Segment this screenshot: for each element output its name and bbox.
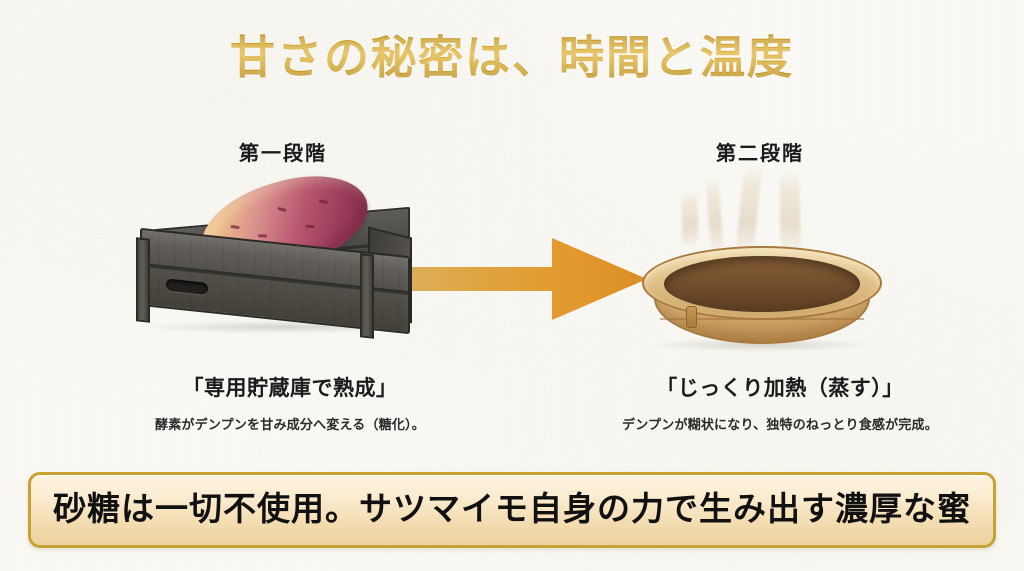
stage-one-caption: 「専用貯蔵庫で熟成」 xyxy=(182,376,398,400)
crate-handle-cutout xyxy=(166,278,208,295)
crate-corner-post-left xyxy=(136,237,150,323)
wooden-crate-illustration xyxy=(120,159,450,350)
stage-two-caption: 「じっくり加熱（蒸す）」 xyxy=(656,376,904,400)
steamer-shadow xyxy=(646,338,876,352)
stage-two-panel xyxy=(630,160,920,355)
highlight-banner: 砂糖は一切不使用。サツマイモ自身の力で生み出す濃厚な蜜 xyxy=(28,472,996,548)
potato-eye xyxy=(277,206,287,212)
potato-eye xyxy=(305,224,315,228)
stage-one-panel xyxy=(120,159,450,350)
potato-eye xyxy=(230,224,240,229)
steam-wisp-icon xyxy=(779,168,801,252)
stage-two-subcaption: デンプンが糊状になり、独特のねっとり食感が完成。 xyxy=(622,417,938,432)
steamer-clasp xyxy=(686,306,697,328)
potato-eye xyxy=(318,199,329,204)
bamboo-steamer-illustration xyxy=(630,160,920,355)
stage-two-label: 第二段階 xyxy=(716,143,804,165)
highlight-banner-text: 砂糖は一切不使用。サツマイモ自身の力で生み出す濃厚な蜜 xyxy=(53,491,971,528)
steam-wisp-icon xyxy=(735,162,763,254)
potato-eye xyxy=(258,234,268,237)
stage-one-subcaption: 酵素がデンプンを甘み成分へ変える（糖化）。 xyxy=(155,417,425,432)
right-arrow-icon xyxy=(404,236,647,322)
steamer-basket-interior xyxy=(664,256,860,312)
steam-wisp-icon xyxy=(681,188,699,248)
stage-one-label: 第一段階 xyxy=(239,143,327,165)
page-title: 甘さの秘密は、時間と温度 xyxy=(0,31,1024,85)
steam-wisp-icon xyxy=(705,174,724,252)
crate-corner-post-right xyxy=(360,253,374,339)
